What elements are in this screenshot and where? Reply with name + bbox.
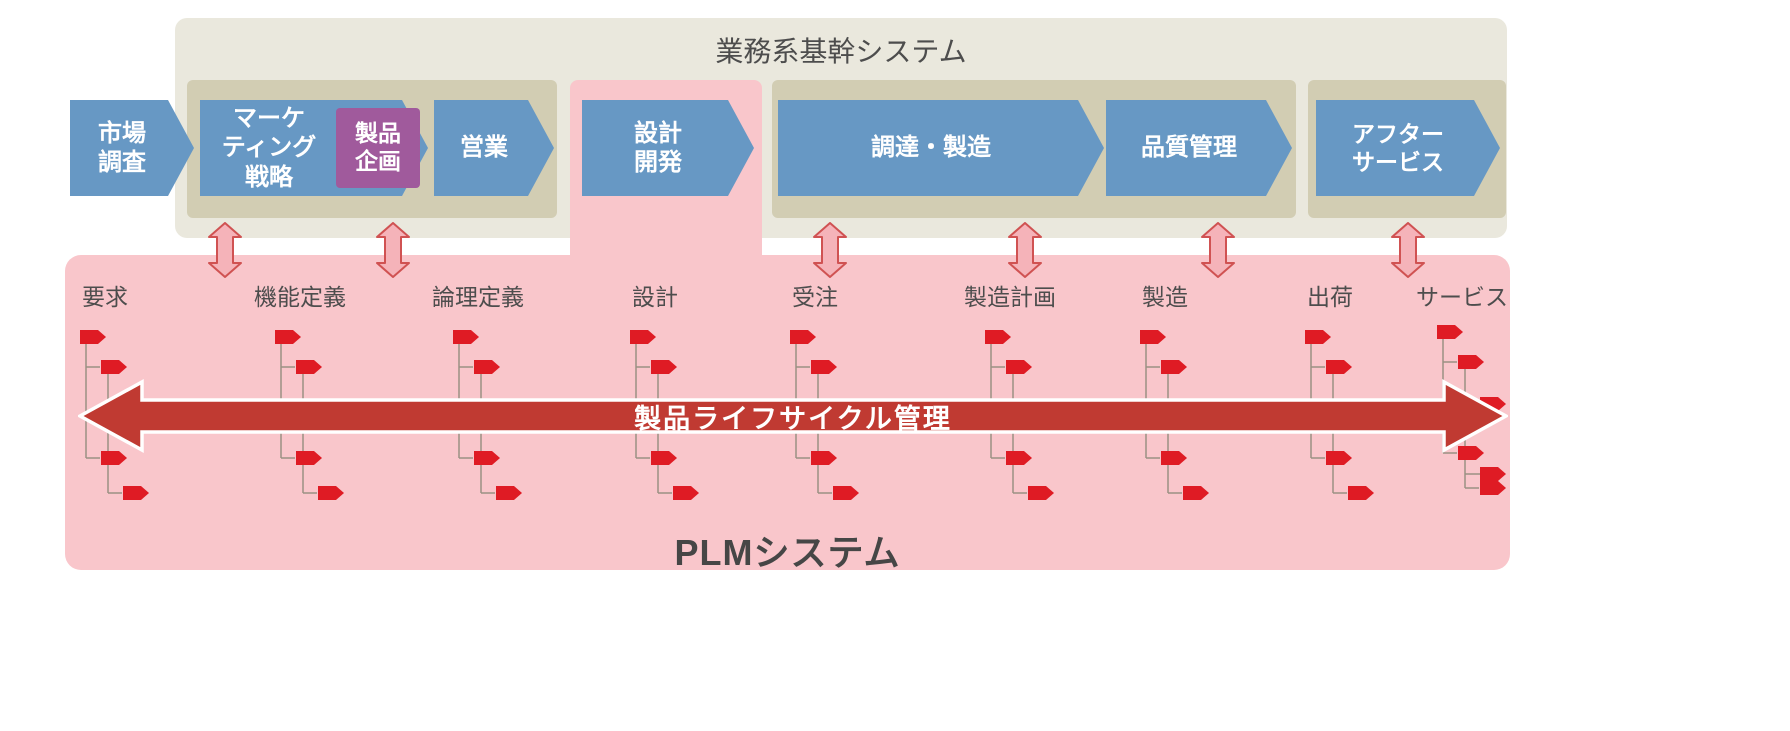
plm-column-label: 出荷 [1307,284,1353,310]
sync-double-arrow-icon [1201,222,1235,278]
plm-column-label: 論理定義 [432,284,524,310]
stage-sales: 営業 [434,100,554,196]
sync-double-arrow-icon [376,222,410,278]
stage-after-service: アフター サービス [1316,100,1500,196]
plm-system-title: PLMシステム [674,532,901,573]
stage-quality-management: 品質管理 [1106,100,1292,196]
lifecycle-arrow-label: 製品ライフサイクル管理 [634,403,952,434]
plm-column-label: 設計 [632,284,678,310]
stage-design-development: 設計 開発 [582,100,754,196]
plm-column-label: 機能定義 [254,284,346,310]
core-system-title: 業務系基幹システム [715,36,967,67]
plm-column-label: 製造計画 [964,284,1056,310]
sync-double-arrow-icon [813,222,847,278]
plm-column-label: サービス [1416,284,1508,310]
sync-double-arrow-icon [1008,222,1042,278]
sync-double-arrow-icon [1391,222,1425,278]
plm-column-label: 要求 [82,284,128,310]
stage-procurement-manufacturing: 調達・製造 [778,100,1104,196]
plm-column-label: 製造 [1142,284,1188,310]
sync-double-arrow-icon [208,222,242,278]
stage-market-research: 市場 調査 [70,100,194,196]
plm-column-label: 受注 [792,284,838,310]
lifecycle-arrow [78,379,1508,453]
stage-product-planning: 製品 企画 [336,108,420,188]
